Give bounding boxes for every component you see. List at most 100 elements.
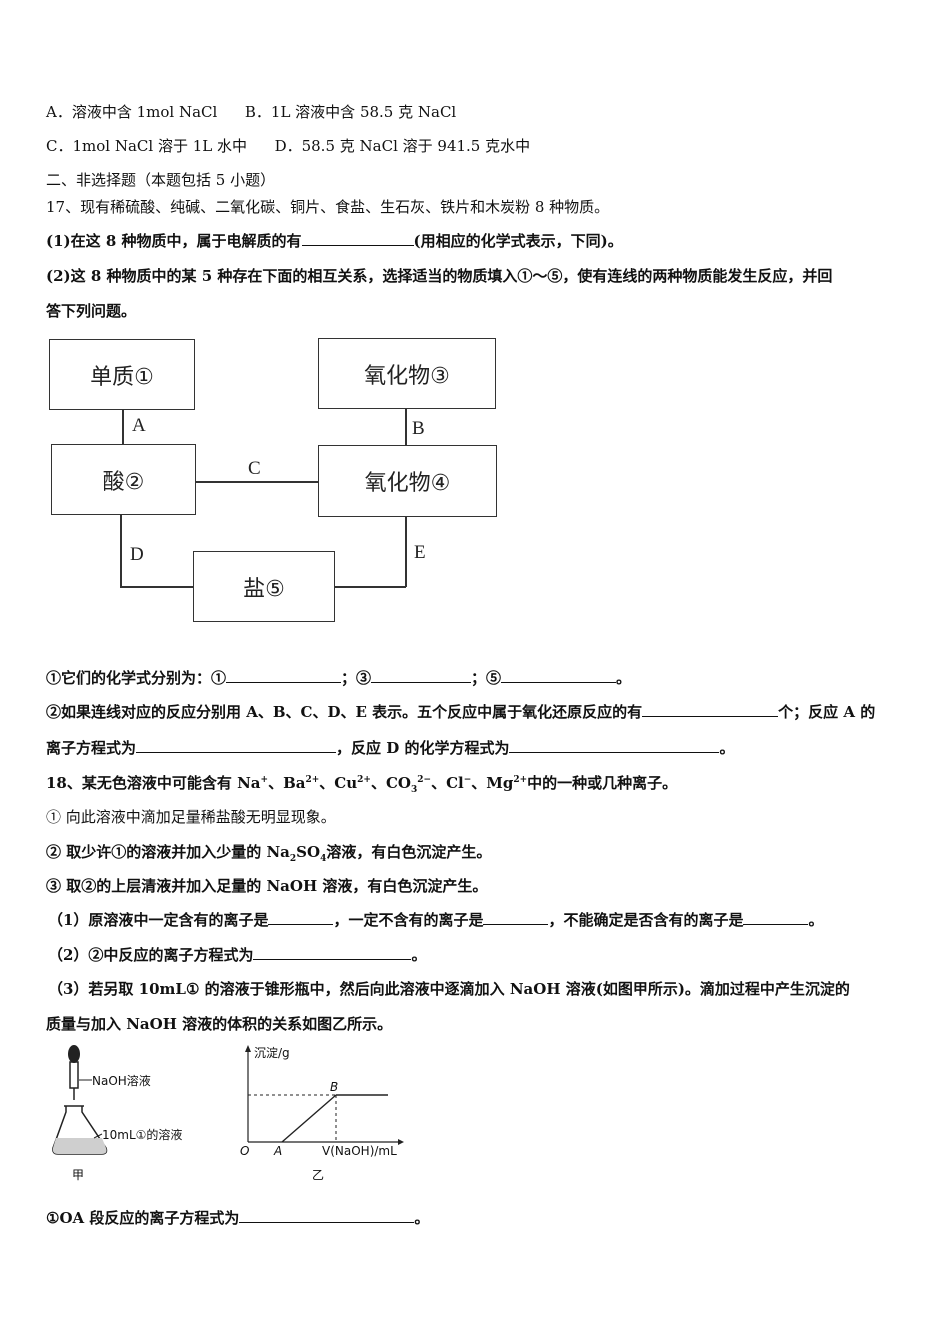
q18-sub-oa: ①OA 段反应的离子方程式为 。 [46, 1208, 429, 1228]
connector-e-vertical [405, 516, 407, 587]
q18-stem-post: 中的一种或几种离子。 [527, 774, 678, 792]
q17-sub2-pre: ②如果连线对应的反应分别用 A、B、C、D、E 表示。五个反应中属于氧化还原反应… [46, 703, 643, 721]
q17-sub2-line2-end: 。 [719, 739, 735, 757]
answer-blank[interactable] [483, 910, 549, 925]
connector-a [122, 409, 124, 445]
q18-part2: （2）②中反应的离子方程式为 。 [48, 945, 426, 965]
q18-part3-line1: （3）若另取 10mL① 的溶液于锥形瓶中，然后向此溶液中逐滴加入 NaOH 溶… [48, 980, 850, 998]
q18-step3: ③ 取②的上层清液并加入足量的 NaOH 溶液，有白色沉淀产生。 [46, 877, 488, 895]
q18-part1-mid2: ，不能确定是否含有的离子是 [548, 911, 744, 929]
label-e: E [414, 542, 426, 563]
figure-jia: NaOH溶液 10mL①的溶液 甲 [40, 1040, 210, 1190]
figure-caption-jia: 甲 [72, 1168, 85, 1182]
q17-part2-line1: (2)这 8 种物质中的某 5 种存在下面的相互关系，选择适当的物质填入①～⑤，… [46, 267, 833, 285]
q17-sub1-pre: ①它们的化学式分别为：① [46, 669, 227, 687]
q18-step2-post: 溶液，有白色沉淀产生。 [326, 843, 492, 861]
connector-b [405, 409, 407, 445]
box-oxide-3: 氧化物③ [318, 338, 496, 409]
box-oxide-4: 氧化物④ [318, 445, 497, 517]
sup: + [260, 775, 269, 785]
point-b-label: B [330, 1080, 339, 1094]
answer-blank[interactable] [301, 231, 414, 246]
q17-sub2-line2-mid: ，反应 D 的化学方程式为 [336, 739, 510, 757]
q18-part1-end: 。 [808, 911, 824, 929]
q18-sub-oa-pre: ①OA 段反应的离子方程式为 [46, 1209, 240, 1227]
point-a-label: A [274, 1144, 283, 1158]
ion-co3: 、CO [370, 774, 411, 792]
answer-blank[interactable] [136, 738, 337, 753]
q17-part2-line2: 答下列问题。 [46, 302, 137, 320]
box-salt-5: 盐⑤ [193, 551, 335, 622]
label-d: D [130, 544, 144, 565]
q17-sub1-end: 。 [616, 669, 632, 687]
option-b: B．1L 溶液中含 58.5 克 NaCl [244, 103, 457, 121]
label-b: B [412, 418, 425, 439]
sup: 2− [417, 775, 432, 785]
option-line-ab: A．溶液中含 1mol NaCl B．1L 溶液中含 58.5 克 NaCl [46, 102, 456, 122]
sup: − [463, 775, 472, 785]
y-axis-label: 沉淀/g [254, 1046, 290, 1060]
option-c: C．1mol NaCl 溶于 1L 水中 [46, 137, 247, 155]
connector-d-horizontal [120, 586, 194, 588]
q18-stem: 18、某无色溶液中可能含有 Na+、Ba2+、Cu2+、CO32−、Cl−、Mg… [46, 773, 678, 795]
q18-step2-so: SO [296, 843, 321, 861]
ion-cl: 、Cl [431, 774, 464, 792]
connector-d-vertical [120, 515, 122, 587]
sub: 3 [410, 785, 418, 795]
rising-segment [281, 1094, 337, 1143]
answer-blank[interactable] [509, 738, 720, 753]
answer-blank[interactable] [226, 668, 342, 683]
q18-stem-pre: 18、某无色溶液中可能含有 Na [46, 774, 261, 792]
answer-blank[interactable] [239, 1208, 415, 1223]
precipitate-graph [245, 1045, 404, 1145]
dropper-flask-illustration [52, 1045, 108, 1155]
answer-blank[interactable] [371, 668, 472, 683]
q17-sub2-line1: ②如果连线对应的反应分别用 A、B、C、D、E 表示。五个反应中属于氧化还原反应… [46, 702, 875, 722]
answer-blank[interactable] [642, 702, 779, 717]
option-a: A．溶液中含 1mol NaCl [46, 103, 218, 121]
q17-sub2-post: 个；反应 A 的 [778, 703, 876, 721]
ion-ba: 、Ba [268, 774, 306, 792]
q18-part2-end: 。 [411, 946, 427, 964]
sup: 2+ [357, 775, 371, 785]
answer-blank[interactable] [268, 910, 334, 925]
solution-label: 10mL①的溶液 [102, 1128, 183, 1142]
q17-sub1-sep2: ；⑤ [471, 669, 502, 687]
answer-blank[interactable] [501, 668, 617, 683]
sup: 2+ [513, 775, 528, 785]
q17-part1-pre: (1)在这 8 种物质中，属于电解质的有 [46, 232, 302, 250]
answer-blank[interactable] [743, 910, 809, 925]
q18-sub-oa-end: 。 [414, 1209, 430, 1227]
x-axis-label: V(NaOH)/mL [322, 1144, 397, 1158]
q17-sub2-line2: 离子方程式为，反应 D 的化学方程式为。 [46, 738, 735, 758]
q18-step1: ① 向此溶液中滴加足量稀盐酸无明显现象。 [46, 808, 336, 826]
section-title: 二、非选择题（本题包括 5 小题） [46, 171, 276, 189]
q17-part1-post: (用相应的化学式表示，下同)。 [413, 232, 623, 250]
label-c: C [248, 458, 261, 479]
sub: 4 [320, 854, 327, 864]
reagent-label: NaOH溶液 [92, 1074, 151, 1088]
q18-part1-mid1: ，一定不含有的离子是 [333, 911, 484, 929]
q18-step2-pre: ② 取少许①的溶液并加入少量的 Na [46, 843, 290, 861]
q18-part2-pre: （2）②中反应的离子方程式为 [48, 946, 254, 964]
ion-mg: 、Mg [471, 774, 514, 792]
q17-part1: (1)在这 8 种物质中，属于电解质的有 (用相应的化学式表示，下同)。 [46, 231, 623, 251]
option-line-cd: C．1mol NaCl 溶于 1L 水中 D．58.5 克 NaCl 溶于 94… [46, 136, 530, 156]
connector-e-horizontal [334, 586, 406, 588]
box-acid-2: 酸② [51, 444, 196, 515]
sub: 2 [289, 854, 297, 864]
q18-part1: （1）原溶液中一定含有的离子是 ，一定不含有的离子是 ，不能确定是否含有的离子是 。 [48, 910, 824, 930]
answer-blank[interactable] [253, 945, 412, 960]
label-a: A [132, 415, 146, 436]
q17-stem: 17、现有稀硫酸、纯碱、二氧化碳、铜片、食盐、生石灰、铁片和木炭粉 8 种物质。 [46, 198, 610, 216]
q18-part1-pre: （1）原溶液中一定含有的离子是 [48, 911, 269, 929]
figure-caption-yi: 乙 [312, 1168, 325, 1182]
q18-step2: ② 取少许①的溶液并加入少量的 Na2SO4溶液，有白色沉淀产生。 [46, 842, 492, 864]
connector-c [195, 481, 319, 483]
box-element-1: 单质① [49, 339, 195, 410]
origin-label: O [240, 1144, 250, 1158]
sup: 2+ [305, 775, 320, 785]
ion-cu: 、Cu [319, 774, 358, 792]
q18-part3-line2: 质量与加入 NaOH 溶液的体积的关系如图乙所示。 [46, 1015, 393, 1033]
q17-sub1-sep1: ；③ [341, 669, 372, 687]
